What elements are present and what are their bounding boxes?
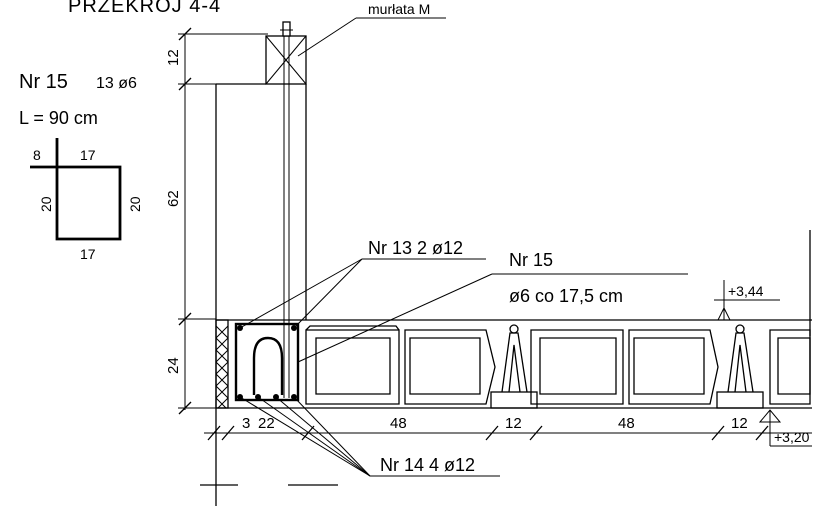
nr14-label: Nr 14 4 ø12 — [380, 455, 475, 475]
dim-slab: 24 — [165, 357, 182, 374]
horizontal-dimension: 3 22 48 12 48 12 — [204, 415, 812, 441]
level-top: +3,44 — [728, 283, 764, 299]
bar15-shape — [30, 138, 122, 241]
dim-top: 12 — [165, 49, 182, 66]
hdim-3: 12 — [505, 415, 522, 432]
bar15-dim-bottom: 17 — [80, 246, 96, 262]
hdim-2: 48 — [390, 415, 407, 432]
bar15-length: L = 90 cm — [19, 108, 98, 128]
bar15-dim-right: 20 — [127, 196, 143, 212]
section-title: PRZEKRÓJ 4-4 — [68, 0, 221, 17]
murlata-label: murłata M — [368, 1, 430, 17]
callout-nr13: Nr 13 2 ø12 — [239, 238, 486, 329]
level-mark-top: +3,44 — [714, 280, 780, 321]
nr15-title: Nr 15 — [509, 250, 553, 270]
callout-nr14: Nr 14 4 ø12 — [239, 396, 500, 477]
anchor-bar — [283, 36, 290, 398]
hdim-4: 48 — [618, 415, 635, 432]
hdim-1: 22 — [258, 415, 275, 432]
joist-2 — [716, 324, 764, 409]
bar15-dim-hook: 8 — [33, 147, 41, 163]
dim-wall: 62 — [165, 190, 182, 207]
callout-nr15: Nr 15 ø6 co 17,5 cm — [297, 250, 688, 363]
bar15-dim-left: 20 — [38, 196, 54, 212]
hdim-5: 12 — [731, 415, 748, 432]
vertical-dimension: 12 62 24 — [165, 27, 268, 415]
wall — [215, 83, 307, 506]
nr13-label: Nr 13 2 ø12 — [368, 238, 463, 258]
bar15-dim-top: 17 — [80, 147, 96, 163]
nr15-spacing: ø6 co 17,5 cm — [509, 286, 623, 306]
bar15-title: Nr 15 — [19, 71, 68, 93]
wall-plate-murlata: murłata M — [265, 1, 446, 85]
hdim-0: 3 — [242, 415, 250, 432]
level-bottom: +3,20 — [774, 429, 810, 445]
bar-15-detail: Nr 15 13 ø6 L = 90 cm 8 17 17 20 20 — [19, 71, 143, 262]
joist-1 — [490, 324, 538, 409]
level-mark-bottom: +3,20 — [758, 409, 812, 447]
bar15-count: 13 ø6 — [96, 75, 137, 92]
main-bars — [237, 325, 297, 400]
